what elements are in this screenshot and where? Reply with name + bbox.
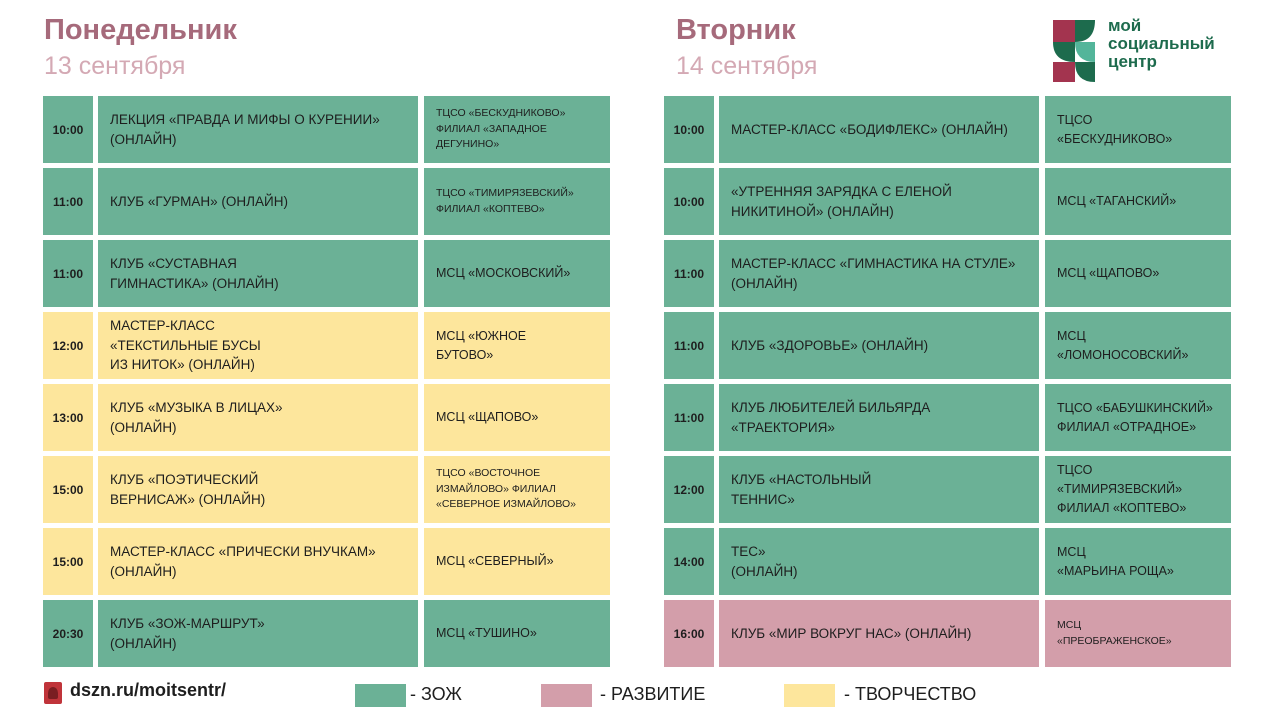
event-location: МСЦ «ЩАПОВО» [1045, 240, 1231, 307]
event-title: МАСТЕР-КЛАСС «ТЕКСТИЛЬНЫЕ БУСЫ ИЗ НИТОК»… [98, 312, 418, 379]
event-title: КЛУБ «МУЗЫКА В ЛИЦАХ» (ОНЛАЙН) [98, 384, 418, 451]
event-time: 11:00 [43, 240, 93, 307]
event-title: КЛУБ «НАСТОЛЬНЫЙ ТЕННИС» [719, 456, 1039, 523]
event-title: КЛУБ ЛЮБИТЕЛЕЙ БИЛЬЯРДА «ТРАЕКТОРИЯ» [719, 384, 1039, 451]
moscow-coat-of-arms-icon [44, 682, 62, 704]
event-location: МСЦ «ТУШИНО» [424, 600, 610, 667]
event-location: ТЦСО «БЕСКУДНИКОВО» [1045, 96, 1231, 163]
tuesday-date: 14 сентября [676, 52, 818, 80]
event-time: 20:30 [43, 600, 93, 667]
event-title: ТЕС» (ОНЛАЙН) [719, 528, 1039, 595]
event-location: ТЦСО «БАБУШКИНСКИЙ» ФИЛИАЛ «ОТРАДНОЕ» [1045, 384, 1231, 451]
event-location: ТЦСО «ВОСТОЧНОЕ ИЗМАЙЛОВО» ФИЛИАЛ «СЕВЕР… [424, 456, 610, 523]
event-title: МАСТЕР-КЛАСС «ПРИЧЕСКИ ВНУЧКАМ» (ОНЛАЙН) [98, 528, 418, 595]
event-time: 16:00 [664, 600, 714, 667]
event-time: 10:00 [664, 96, 714, 163]
event-time: 12:00 [43, 312, 93, 379]
event-time: 10:00 [664, 168, 714, 235]
event-time: 13:00 [43, 384, 93, 451]
event-time: 15:00 [43, 528, 93, 595]
event-location: МСЦ «МОСКОВСКИЙ» [424, 240, 610, 307]
event-title: «УТРЕННЯЯ ЗАРЯДКА С ЕЛЕНОЙ НИКИТИНОЙ» (О… [719, 168, 1039, 235]
tuesday-title: Вторник [676, 14, 796, 46]
event-title: КЛУБ «ЗОЖ-МАРШРУТ» (ОНЛАЙН) [98, 600, 418, 667]
event-time: 10:00 [43, 96, 93, 163]
event-time: 11:00 [664, 312, 714, 379]
legend-swatch-tvor [784, 684, 835, 707]
event-title: КЛУБ «СУСТАВНАЯ ГИМНАСТИКА» (ОНЛАЙН) [98, 240, 418, 307]
event-location: МСЦ «ЩАПОВО» [424, 384, 610, 451]
event-location: МСЦ «ЛОМОНОСОВСКИЙ» [1045, 312, 1231, 379]
event-location: МСЦ «ЮЖНОЕ БУТОВО» [424, 312, 610, 379]
event-location: ТЦСО «БЕСКУДНИКОВО» ФИЛИАЛ «ЗАПАДНОЕ ДЕГ… [424, 96, 610, 163]
event-time: 11:00 [664, 240, 714, 307]
monday-title: Понедельник [44, 14, 237, 46]
event-location: ТЦСО «ТИМИРЯЗЕВСКИЙ» ФИЛИАЛ «КОПТЕВО» [424, 168, 610, 235]
event-time: 15:00 [43, 456, 93, 523]
event-location: МСЦ «ТАГАНСКИЙ» [1045, 168, 1231, 235]
event-time: 11:00 [664, 384, 714, 451]
event-title: ЛЕКЦИЯ «ПРАВДА И МИФЫ О КУРЕНИИ» (ОНЛАЙН… [98, 96, 418, 163]
legend-swatch-zoj [355, 684, 406, 707]
event-title: КЛУБ «ПОЭТИЧЕСКИЙ ВЕРНИСАЖ» (ОНЛАЙН) [98, 456, 418, 523]
legend-label-zoj: - ЗОЖ [410, 684, 462, 704]
event-time: 14:00 [664, 528, 714, 595]
legend-label-tvor: - ТВОРЧЕСТВО [844, 684, 977, 704]
event-location: ТЦСО «ТИМИРЯЗЕВСКИЙ» ФИЛИАЛ «КОПТЕВО» [1045, 456, 1231, 523]
schedule-row: 10:00«УТРЕННЯЯ ЗАРЯДКА С ЕЛЕНОЙ НИКИТИНО… [664, 168, 1234, 235]
logo-text: мой социальный центр [1108, 16, 1215, 71]
event-title: МАСТЕР-КЛАСС «БОДИФЛЕКС» (ОНЛАЙН) [719, 96, 1039, 163]
legend-swatch-razv [541, 684, 592, 707]
event-location: МСЦ «ПРЕОБРАЖЕНСКОЕ» [1045, 600, 1231, 667]
event-location: МСЦ «СЕВЕРНЫЙ» [424, 528, 610, 595]
legend-label-razv: - РАЗВИТИЕ [600, 684, 706, 704]
event-title: КЛУБ «МИР ВОКРУГ НАС» (ОНЛАЙН) [719, 600, 1039, 667]
event-time: 11:00 [43, 168, 93, 235]
footer-url[interactable]: dszn.ru/moitsentr/ [70, 680, 227, 700]
event-title: МАСТЕР-КЛАСС «ГИМНАСТИКА НА СТУЛЕ» (ОНЛА… [719, 240, 1039, 307]
event-title: КЛУБ «ЗДОРОВЬЕ» (ОНЛАЙН) [719, 312, 1039, 379]
event-title: КЛУБ «ГУРМАН» (ОНЛАЙН) [98, 168, 418, 235]
event-location: МСЦ «МАРЬИНА РОЩА» [1045, 528, 1231, 595]
event-time: 12:00 [664, 456, 714, 523]
monday-date: 13 сентября [44, 52, 186, 80]
moi-socialny-centr-logo-icon [1053, 20, 1095, 82]
